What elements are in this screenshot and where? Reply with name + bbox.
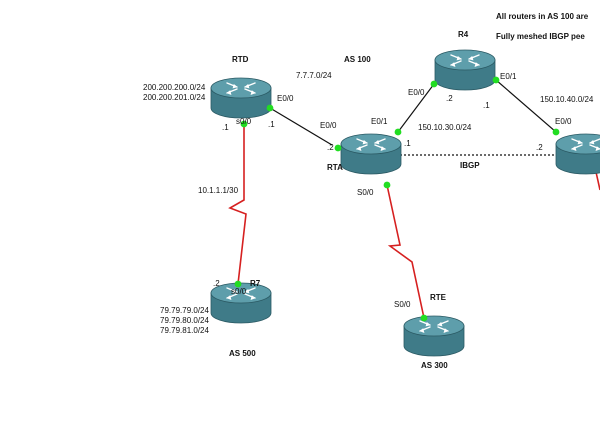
port-dot-right-e0	[552, 128, 560, 136]
subnet-rtd-net2: 200.200.201.0/24	[143, 93, 206, 102]
iface-r4-e0: E0/0	[408, 88, 425, 97]
subnet-rta-r4: 150.10.30.0/24	[418, 123, 472, 132]
router-rtd[interactable]	[210, 77, 272, 119]
host-r7-s0: .2	[213, 279, 220, 288]
host-rtd-s0: .1	[222, 123, 229, 132]
port-dot-r7-s0	[234, 280, 242, 288]
subnet-rtd-rta: 7.7.7.0/24	[296, 71, 332, 80]
link-rtd-r7-serial	[228, 124, 247, 285]
note-line-2: Fully meshed IBGP pee	[496, 32, 585, 41]
subnet-rtd-r7: 10.1.1.1/30	[198, 186, 239, 195]
host-rta-e0: .2	[327, 143, 334, 152]
router-name-rta: RTA	[327, 163, 343, 172]
router-rta[interactable]	[340, 133, 402, 175]
router-name-r7: R7	[250, 279, 261, 288]
note-line-1: All routers in AS 100 are	[496, 12, 589, 21]
host-rta-e1: .1	[404, 139, 411, 148]
link-rtd-rta	[269, 107, 333, 146]
iface-r7-s0: s0/0	[231, 287, 247, 296]
links	[228, 79, 600, 319]
iface-rtd-s0: s0/0	[236, 117, 252, 126]
port-dot-rta-e0	[334, 144, 342, 152]
subnet-rtd-net1: 200.200.200.0/24	[143, 83, 206, 92]
iface-rta-e1: E0/1	[371, 117, 388, 126]
subnet-r7-net3: 79.79.81.0/24	[160, 326, 209, 335]
as100-label: AS 100	[344, 55, 371, 64]
router-rte[interactable]	[403, 315, 465, 357]
router-name-rte: RTE	[430, 293, 447, 302]
ibgp-label: IBGP	[460, 161, 480, 170]
port-dot-rta-s0	[383, 181, 391, 189]
subnet-r7-net1: 79.79.79.0/24	[160, 306, 209, 315]
port-dot-r4-e0	[430, 80, 438, 88]
router-r4[interactable]	[434, 49, 496, 91]
link-rta-rte-serial	[386, 184, 425, 319]
as500-label: AS 500	[229, 349, 256, 358]
host-r4-e0: .2	[446, 94, 453, 103]
link-right-serial	[595, 171, 600, 191]
iface-right-e0: E0/0	[555, 117, 572, 126]
iface-rta-s0: S0/0	[357, 188, 374, 197]
port-dot-rtd-s0	[240, 120, 248, 128]
link-rta-r4	[397, 83, 435, 133]
port-dot-rte-s0	[420, 314, 428, 322]
port-dots	[234, 76, 560, 322]
port-dot-rta-e1	[394, 128, 402, 136]
iface-rte-s0: S0/0	[394, 300, 411, 309]
host-rtd-e0: .1	[268, 120, 275, 129]
router-right[interactable]	[555, 133, 600, 175]
iface-r4-e1: E0/1	[500, 72, 517, 81]
as300-label: AS 300	[421, 361, 448, 370]
router-name-r4: R4	[458, 30, 469, 39]
port-dot-rtd-e0	[266, 104, 274, 112]
subnet-r4-right: 150.10.40.0/24	[540, 95, 594, 104]
iface-rta-e0: E0/0	[320, 121, 337, 130]
link-r4-right	[495, 79, 557, 133]
host-right-e0: .2	[536, 143, 543, 152]
host-r4-e1: .1	[483, 101, 490, 110]
port-dot-r4-e1	[492, 76, 500, 84]
subnet-r7-net2: 79.79.80.0/24	[160, 316, 209, 325]
router-name-rtd: RTD	[232, 55, 249, 64]
iface-rtd-e0: E0/0	[277, 94, 294, 103]
